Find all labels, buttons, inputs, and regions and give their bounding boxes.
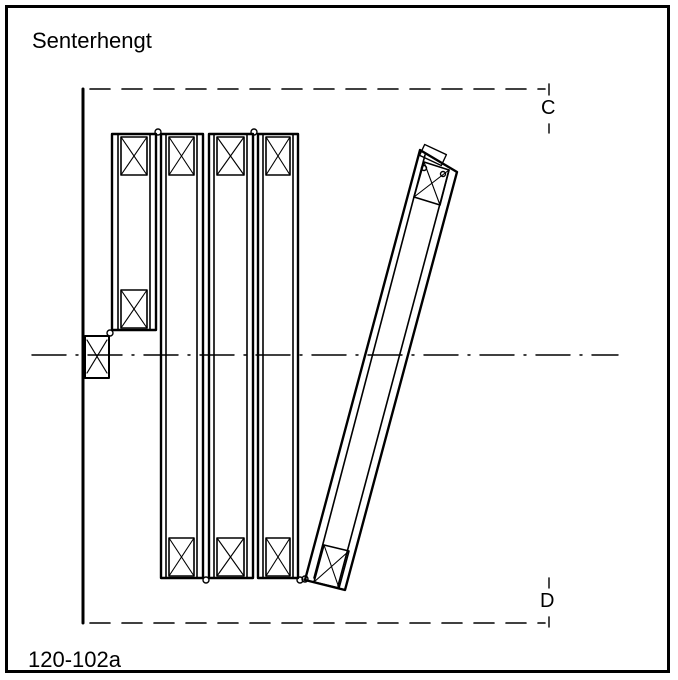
diagram-title: Senterhengt [32, 28, 152, 53]
diagram-frame [5, 5, 670, 673]
upper-short-sash [106, 128, 162, 337]
marker-c-label: C [541, 97, 556, 119]
marker-d-label: D [540, 590, 555, 612]
full-sash-1 [159, 132, 205, 580]
full-sash-2 [202, 128, 258, 584]
tilted-sash [301, 143, 459, 592]
full-sash-3 [256, 132, 304, 584]
figure-code: 120-102a [28, 647, 121, 672]
pivot-block [84, 335, 110, 379]
